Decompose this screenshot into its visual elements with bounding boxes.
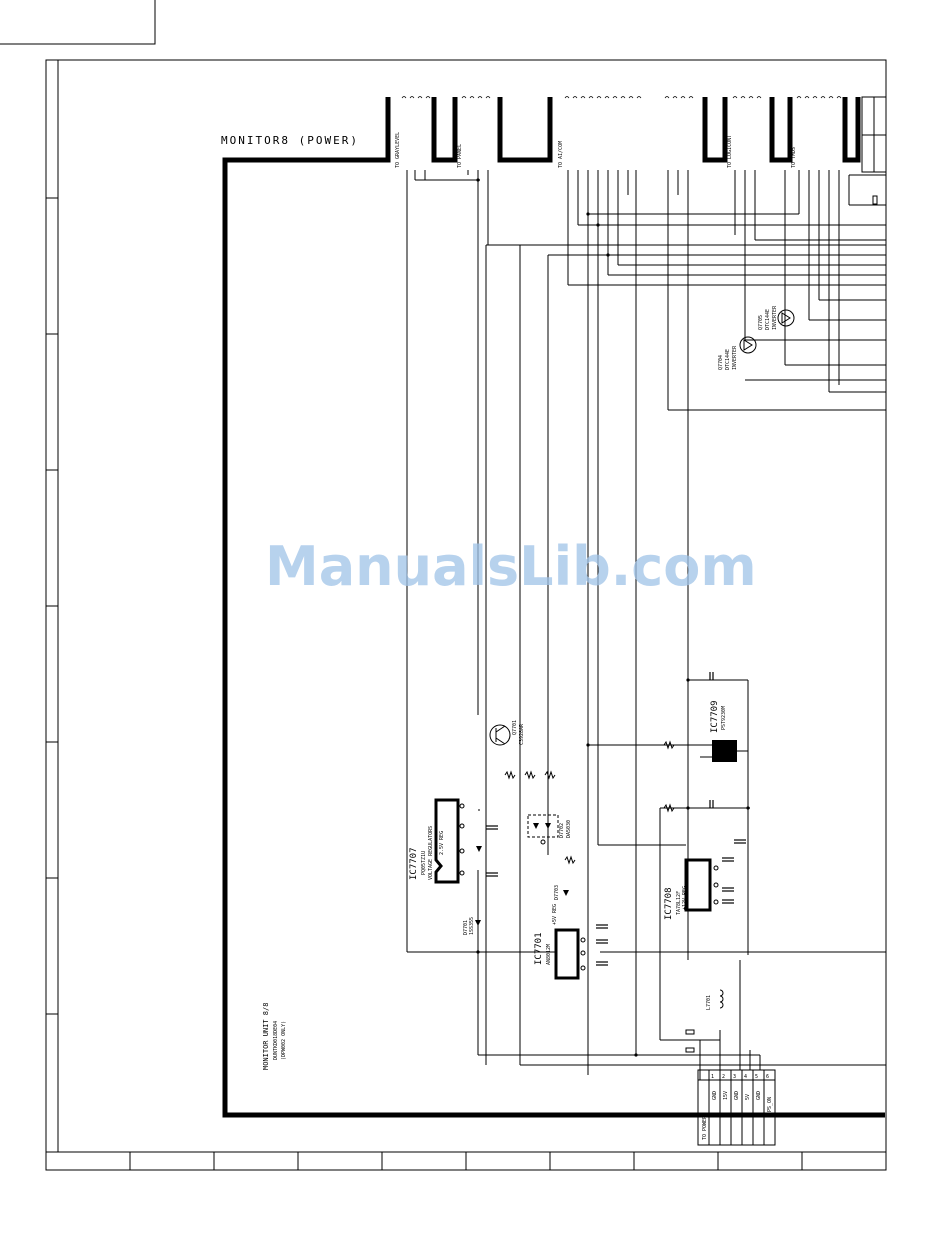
- power-pin-name-1: GND: [712, 1091, 718, 1100]
- connector-label-graylevel: TO GRAYLEVEL: [395, 132, 401, 168]
- power-pin-num-5: 5: [755, 1074, 758, 1080]
- q7704-ref: Q7704: [718, 355, 724, 370]
- unit-label-line2: DUNTKD018DE04: [273, 1021, 279, 1060]
- power-pin-name-4: 5V: [745, 1094, 751, 1100]
- power-pin-num-2: 2: [722, 1074, 725, 1080]
- q7701-ref: Q7701: [512, 720, 518, 735]
- diagram-title: MONITOR8 (POWER): [221, 134, 359, 147]
- d7702-ref: D7702: [559, 823, 565, 838]
- connector-label-logicont: TO LOGICONT: [727, 135, 733, 168]
- ic7708-part: TA78L12F: [676, 891, 682, 915]
- ic7707-symbol: [434, 798, 465, 884]
- connector-label-aicom: TO AI/COM: [558, 141, 564, 168]
- d7701-part: 1SS355: [469, 917, 475, 935]
- l7701-ref: L7701: [706, 995, 712, 1010]
- power-connector: [697, 1069, 776, 1146]
- connector-label-panel: TO PANEL: [457, 144, 463, 168]
- junction-dots: [476, 178, 750, 1057]
- d7702-part: DA5030: [566, 820, 572, 838]
- q7704-part: DTC144E: [725, 349, 731, 370]
- watermark-text: ManualsLib.com: [265, 535, 757, 598]
- power-pin-num-4: 4: [744, 1074, 747, 1080]
- d7701-ref: D7701: [463, 920, 469, 935]
- power-pin-name-2: 15V: [723, 1091, 729, 1100]
- power-pin-name-3: GND: [734, 1091, 740, 1100]
- q7704-desc: INVERTER: [732, 345, 738, 370]
- ic7707-ref: IC7707: [409, 847, 419, 880]
- top-connector-pins: [401, 96, 842, 99]
- ic7707-note: 2.5V REG: [439, 831, 445, 855]
- ic7701-desc: +5V REG: [552, 904, 558, 925]
- q7704-symbol: [739, 336, 757, 354]
- d7703-ref: D7703: [554, 885, 560, 900]
- q7705-symbol: [777, 309, 795, 327]
- ic7701-ref: IC7701: [534, 932, 544, 965]
- unit-label-line3: (DPW002 ONLY): [281, 1021, 287, 1060]
- q7705-desc: INVERTER: [772, 305, 778, 330]
- d7701-symbol: [475, 920, 481, 926]
- unit-label-line1: MONITOR UNIT 8/8: [262, 1003, 270, 1070]
- q7701-part: C3928AR: [519, 723, 525, 745]
- ic7707-part: PQ05TZ1U: [421, 851, 427, 875]
- signal-wires: [406, 170, 886, 1080]
- power-pin-name-5: GND: [756, 1091, 762, 1100]
- page-corner-box: [0, 0, 156, 45]
- ic7709-symbol: [700, 740, 748, 762]
- q7705-part: DTC144E: [765, 309, 771, 330]
- ic7707-desc: VOLTAGE REGULATORS: [428, 826, 434, 880]
- ic7701-part: AN8012M: [546, 944, 552, 965]
- l7701-symbol: [719, 989, 724, 1009]
- power-pin-num-1: 1: [711, 1074, 714, 1080]
- ic7709-part: PST9230M: [721, 706, 727, 730]
- power-pin-name-6: PS_ON: [767, 1097, 773, 1112]
- ic7708-symbol: [684, 858, 719, 912]
- ic7701-symbol: [554, 928, 586, 980]
- power-connector-label: TO POWER: [702, 1115, 708, 1140]
- ic7709-ref: IC7709: [710, 700, 720, 733]
- capacitors: [486, 672, 746, 966]
- power-pin-num-6: 6: [766, 1074, 769, 1080]
- power-pin-num-3: 3: [733, 1074, 736, 1080]
- page-frame: [45, 59, 887, 1171]
- q7701-symbol: [489, 724, 511, 746]
- q7705-ref: Q7705: [758, 315, 764, 330]
- d7703-symbol: [563, 890, 569, 896]
- board-outline: [222, 97, 885, 1118]
- ic7708-desc: +12V REG: [682, 886, 688, 910]
- resistors: [504, 740, 675, 865]
- ic7708-ref: IC7708: [664, 887, 674, 920]
- d7702-symbol: [527, 814, 559, 845]
- connector-label-tmds: TO TMDS: [791, 147, 797, 168]
